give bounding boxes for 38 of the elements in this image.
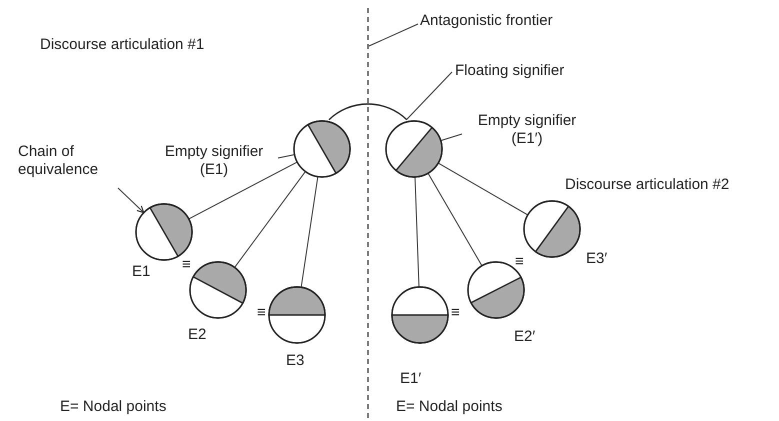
legend-note: E= Nodal points xyxy=(60,398,166,416)
half-shaded-circle xyxy=(189,261,247,319)
arrow xyxy=(118,188,144,214)
half-shaded-circle xyxy=(385,120,443,178)
connector-line xyxy=(278,154,296,158)
connector-line xyxy=(414,176,420,288)
half-shaded-circle xyxy=(523,200,581,258)
connector-line xyxy=(368,24,418,46)
connector-line xyxy=(440,134,462,142)
annotation-text: Antagonistic frontier xyxy=(420,12,620,30)
equivalence-sign: ≡ xyxy=(257,304,266,322)
articulation-label: Discourse articulation #1 xyxy=(40,36,204,54)
node-caption: E3′ xyxy=(586,250,608,268)
half-shaded-circle xyxy=(391,286,449,344)
node-caption: E2′ xyxy=(514,328,536,346)
annotation-text: Chain of equivalence xyxy=(18,143,118,179)
node-caption: E1′ xyxy=(400,370,422,388)
connector-line xyxy=(406,72,452,120)
half-shaded-circle xyxy=(268,286,326,344)
connector-line xyxy=(188,162,298,220)
connector-line xyxy=(234,171,306,268)
annotation-text: Floating signifier xyxy=(455,62,615,80)
node-caption: E2 xyxy=(188,326,206,344)
equivalence-sign: ≡ xyxy=(515,253,524,271)
half-shaded-circle xyxy=(135,203,193,261)
dashed-divider-line xyxy=(366,8,370,418)
node-caption: E3 xyxy=(286,352,304,370)
connector-line xyxy=(300,176,318,288)
connector-line xyxy=(428,172,482,266)
articulation-label: Discourse articulation #2 xyxy=(565,176,730,194)
connector-line xyxy=(438,162,528,216)
annotation-text: Empty signifier (E1′) xyxy=(462,112,592,148)
equivalence-sign: ≡ xyxy=(451,304,460,322)
half-shaded-circle xyxy=(293,120,351,178)
equivalence-sign: ≡ xyxy=(182,256,191,274)
annotation-text: Empty signifier (E1) xyxy=(150,143,278,179)
node-caption: E1 xyxy=(132,263,150,281)
legend-note: E= Nodal points xyxy=(396,398,502,416)
